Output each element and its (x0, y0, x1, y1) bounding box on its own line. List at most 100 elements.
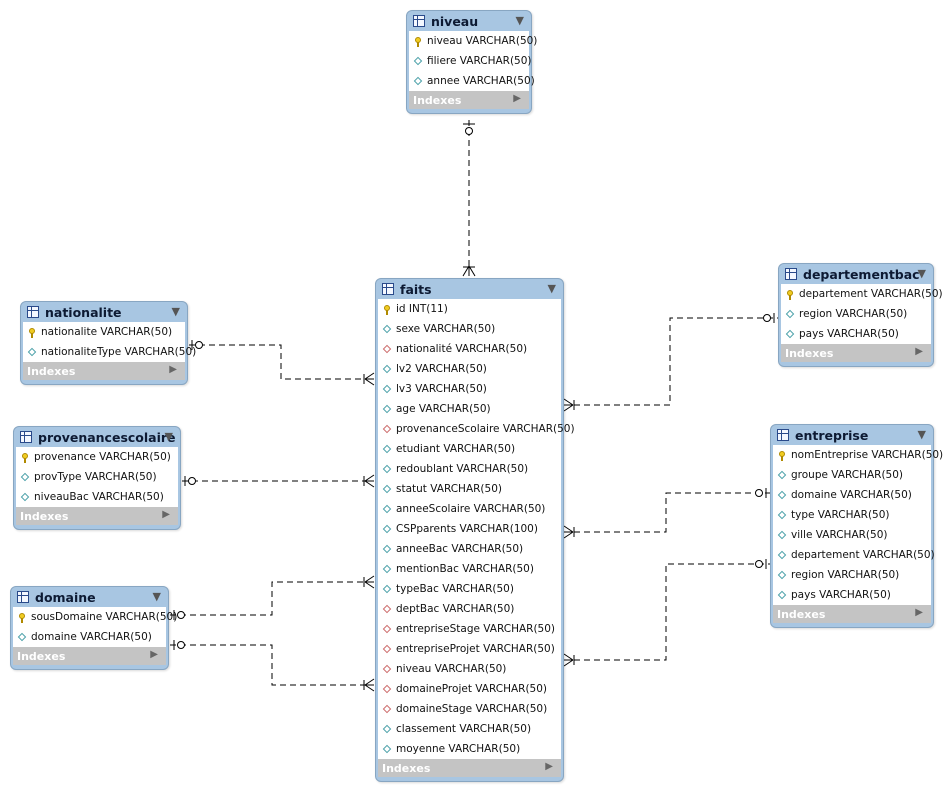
collapse-arrow-icon[interactable]: ▼ (171, 305, 180, 318)
expand-arrow-icon[interactable]: ▶ (513, 93, 521, 104)
indexes-bar[interactable]: Indexes ▶ (773, 605, 931, 623)
table-niveau[interactable]: niveau ▼ niveau VARCHAR(50) filiere VARCH… (406, 10, 537, 114)
table-column-row[interactable]: departement VARCHAR(50) (781, 284, 943, 304)
table-column-row[interactable]: age VARCHAR(50) (378, 399, 561, 419)
table-column-row[interactable]: redoublant VARCHAR(50) (378, 459, 561, 479)
column-label: provenance VARCHAR(50) (34, 451, 171, 463)
table-column-row[interactable]: lv2 VARCHAR(50) (378, 359, 561, 379)
table-header[interactable]: domaine ▼ (11, 587, 168, 607)
table-faits[interactable]: faits ▼ id INT(11)sexe VARCHAR(50)nation… (375, 278, 575, 782)
table-column-row[interactable]: provType VARCHAR(50) (16, 467, 178, 487)
indexes-bar[interactable]: Indexes ▶ (16, 507, 178, 525)
primary-key-icon (27, 327, 38, 338)
table-column-row[interactable]: pays VARCHAR(50) (773, 585, 931, 605)
table-header[interactable]: departementbac ▼ (779, 264, 933, 284)
table-column-row[interactable]: statut VARCHAR(50) (378, 479, 561, 499)
table-column-row[interactable]: classement VARCHAR(50) (378, 719, 561, 739)
table-entreprise[interactable]: entreprise ▼ nomEntreprise VARCHAR(50)gr… (770, 424, 943, 628)
rel-entreprise2-crowsfoot (563, 653, 575, 667)
table-column-row[interactable]: provenance VARCHAR(50) (16, 447, 178, 467)
table-header[interactable]: faits ▼ (376, 279, 563, 299)
table-column-row[interactable]: filiere VARCHAR(50) (409, 51, 532, 71)
column-label: domaine VARCHAR(50) (791, 489, 912, 501)
table-column-row[interactable]: nationaliteType VARCHAR(50) (23, 342, 196, 362)
column-label: filiere VARCHAR(50) (427, 55, 532, 67)
table-column-row[interactable]: CSPparents VARCHAR(100) (378, 519, 561, 539)
table-column-row[interactable]: niveau VARCHAR(50) (409, 31, 537, 51)
table-column-row[interactable]: sousDomaine VARCHAR(50) (13, 607, 177, 627)
table-column-row[interactable]: domaine VARCHAR(50) (773, 485, 931, 505)
table-column-row[interactable]: nationalité VARCHAR(50) (378, 339, 561, 359)
column-icon (382, 744, 393, 755)
table-column-row[interactable]: type VARCHAR(50) (773, 505, 931, 525)
rel-domaine1-crowsfoot (363, 575, 375, 589)
table-header[interactable]: niveau ▼ (407, 11, 531, 31)
table-column-row[interactable]: ville VARCHAR(50) (773, 525, 931, 545)
table-column-row[interactable]: lv3 VARCHAR(50) (378, 379, 561, 399)
table-provenancescolaire[interactable]: provenancescolaire ▼ provenance VARCHAR(… (13, 426, 181, 530)
foreign-key-column-icon (382, 344, 393, 355)
table-column-row[interactable]: niveauBac VARCHAR(50) (16, 487, 178, 507)
table-column-row[interactable]: deptBac VARCHAR(50) (378, 599, 561, 619)
column-list: departement VARCHAR(50)region VARCHAR(50… (781, 284, 943, 344)
table-header[interactable]: entreprise ▼ (771, 425, 933, 445)
column-label: domaineProjet VARCHAR(50) (396, 683, 547, 695)
table-domaine[interactable]: domaine ▼ sousDomaine VARCHAR(50)domaine… (10, 586, 177, 670)
indexes-bar[interactable]: Indexes ▶ (378, 759, 561, 777)
column-label: pays VARCHAR(50) (799, 328, 899, 340)
expand-arrow-icon[interactable]: ▶ (915, 346, 923, 357)
table-column-row[interactable]: typeBac VARCHAR(50) (378, 579, 561, 599)
table-column-row[interactable]: domaine VARCHAR(50) (13, 627, 166, 647)
column-label: entrepriseProjet VARCHAR(50) (396, 643, 555, 655)
table-column-row[interactable]: nationalite VARCHAR(50) (23, 322, 185, 342)
table-column-row[interactable]: provenanceScolaire VARCHAR(50) (378, 419, 575, 439)
table-column-row[interactable]: entrepriseStage VARCHAR(50) (378, 619, 561, 639)
table-column-row[interactable]: region VARCHAR(50) (773, 565, 931, 585)
table-column-row[interactable]: pays VARCHAR(50) (781, 324, 931, 344)
column-icon (382, 444, 393, 455)
column-icon (382, 464, 393, 475)
indexes-bar[interactable]: Indexes ▶ (781, 344, 931, 362)
indexes-bar[interactable]: Indexes ▶ (13, 647, 166, 665)
table-nationalite[interactable]: nationalite ▼ nationalite VARCHAR(50)nat… (20, 301, 196, 385)
collapse-arrow-icon[interactable]: ▼ (917, 428, 926, 441)
table-column-row[interactable]: nomEntreprise VARCHAR(50) (773, 445, 943, 465)
table-column-row[interactable]: mentionBac VARCHAR(50) (378, 559, 561, 579)
column-icon (382, 724, 393, 735)
table-column-row[interactable]: departement VARCHAR(50) (773, 545, 935, 565)
column-icon (785, 329, 796, 340)
expand-arrow-icon[interactable]: ▶ (150, 649, 158, 660)
table-column-row[interactable]: id INT(11) (378, 299, 561, 319)
table-column-row[interactable]: annee VARCHAR(50) (409, 71, 535, 91)
table-title: faits (400, 281, 432, 297)
column-icon (382, 484, 393, 495)
table-column-row[interactable]: domaineStage VARCHAR(50) (378, 699, 561, 719)
table-column-row[interactable]: groupe VARCHAR(50) (773, 465, 931, 485)
table-column-row[interactable]: niveau VARCHAR(50) (378, 659, 561, 679)
expand-arrow-icon[interactable]: ▶ (169, 364, 177, 375)
table-column-row[interactable]: anneeBac VARCHAR(50) (378, 539, 561, 559)
collapse-arrow-icon[interactable]: ▼ (917, 267, 926, 280)
collapse-arrow-icon[interactable]: ▼ (152, 590, 161, 603)
expand-arrow-icon[interactable]: ▶ (915, 607, 923, 618)
collapse-arrow-icon[interactable]: ▼ (515, 14, 524, 27)
table-column-row[interactable]: etudiant VARCHAR(50) (378, 439, 561, 459)
table-header[interactable]: nationalite ▼ (21, 302, 187, 322)
indexes-bar[interactable]: Indexes ▶ (409, 91, 529, 109)
expand-arrow-icon[interactable]: ▶ (545, 761, 553, 772)
indexes-label: Indexes (777, 607, 826, 621)
column-icon (20, 492, 31, 503)
collapse-arrow-icon[interactable]: ▼ (164, 430, 173, 443)
table-column-row[interactable]: moyenne VARCHAR(50) (378, 739, 561, 759)
table-column-row[interactable]: sexe VARCHAR(50) (378, 319, 561, 339)
table-column-row[interactable]: entrepriseProjet VARCHAR(50) (378, 639, 561, 659)
table-title: domaine (35, 589, 96, 605)
table-header[interactable]: provenancescolaire ▼ (14, 427, 180, 447)
table-column-row[interactable]: anneeScolaire VARCHAR(50) (378, 499, 561, 519)
table-column-row[interactable]: domaineProjet VARCHAR(50) (378, 679, 561, 699)
collapse-arrow-icon[interactable]: ▼ (547, 282, 556, 295)
table-column-row[interactable]: region VARCHAR(50) (781, 304, 931, 324)
expand-arrow-icon[interactable]: ▶ (162, 509, 170, 520)
indexes-bar[interactable]: Indexes ▶ (23, 362, 185, 380)
table-departementbac[interactable]: departementbac ▼ departement VARCHAR(50)… (778, 263, 943, 367)
